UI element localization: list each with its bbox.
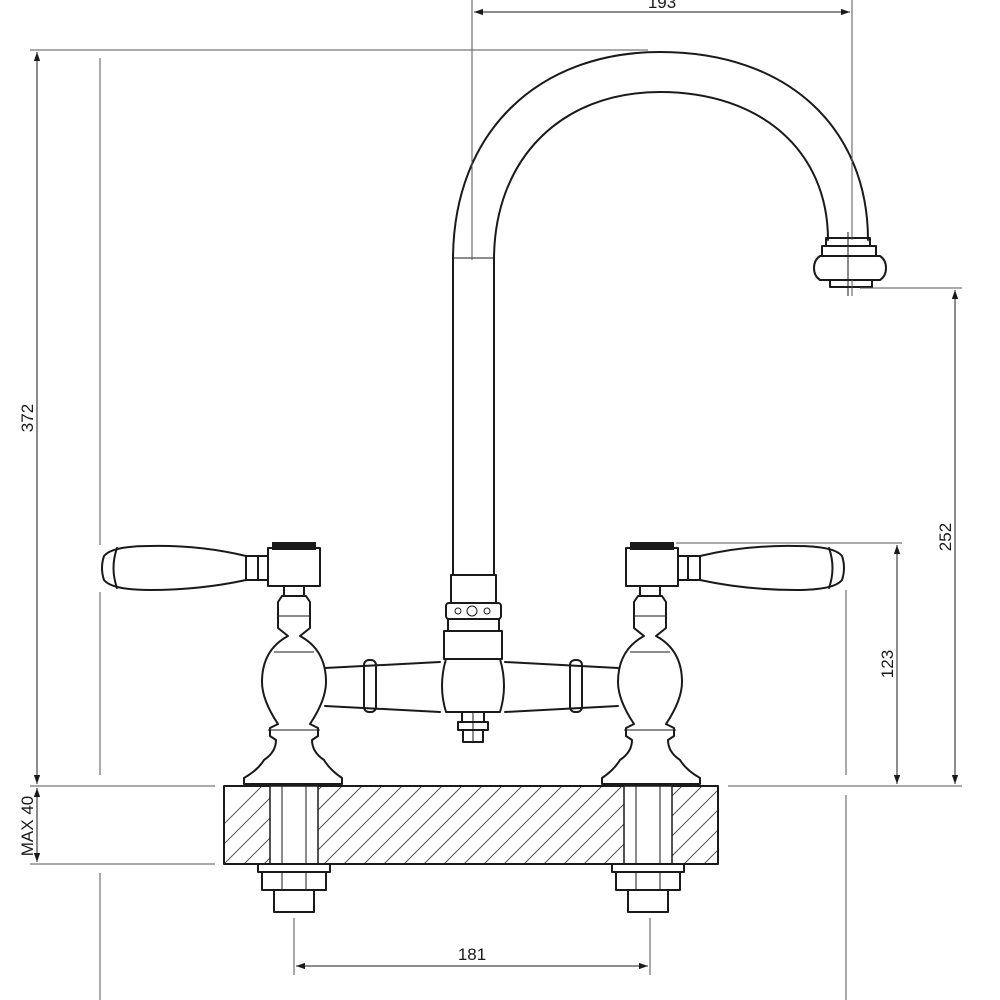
right-valve-body (601, 585, 701, 785)
left-lever-handle (101, 544, 259, 591)
spout-collar (443, 574, 503, 660)
dim-label-total-height: 372 (18, 404, 37, 432)
left-valve-body (243, 585, 343, 785)
dim-handle-height: 123 (878, 545, 901, 784)
right-shank-hole (623, 785, 673, 865)
deck-outline (223, 785, 719, 865)
dim-total-height: 372 (18, 52, 41, 784)
left-shank-hole (269, 785, 319, 865)
dim-label-centre-distance: 181 (458, 945, 486, 964)
right-back-nut (611, 863, 685, 913)
dim-label-spout-reach: 193 (648, 0, 676, 12)
left-handle-head (257, 542, 321, 587)
swan-neck-spout (452, 51, 887, 576)
dim-spout-outlet-height: 252 (936, 290, 959, 784)
extension-lines (30, 0, 962, 1000)
bridge-body (324, 658, 619, 743)
left-back-nut (257, 863, 331, 913)
dim-label-spout-outlet-height: 252 (936, 523, 955, 551)
dim-label-deck-thickness: MAX 40 (18, 796, 37, 856)
dim-deck-thickness: MAX 40 (18, 788, 41, 862)
deck-section (223, 785, 719, 865)
right-handle-head (625, 542, 689, 587)
dim-label-handle-height: 123 (878, 650, 897, 678)
right-lever-handle (687, 544, 845, 591)
dim-spout-reach: 193 (474, 0, 850, 16)
dim-centre-distance: 181 (296, 945, 648, 970)
